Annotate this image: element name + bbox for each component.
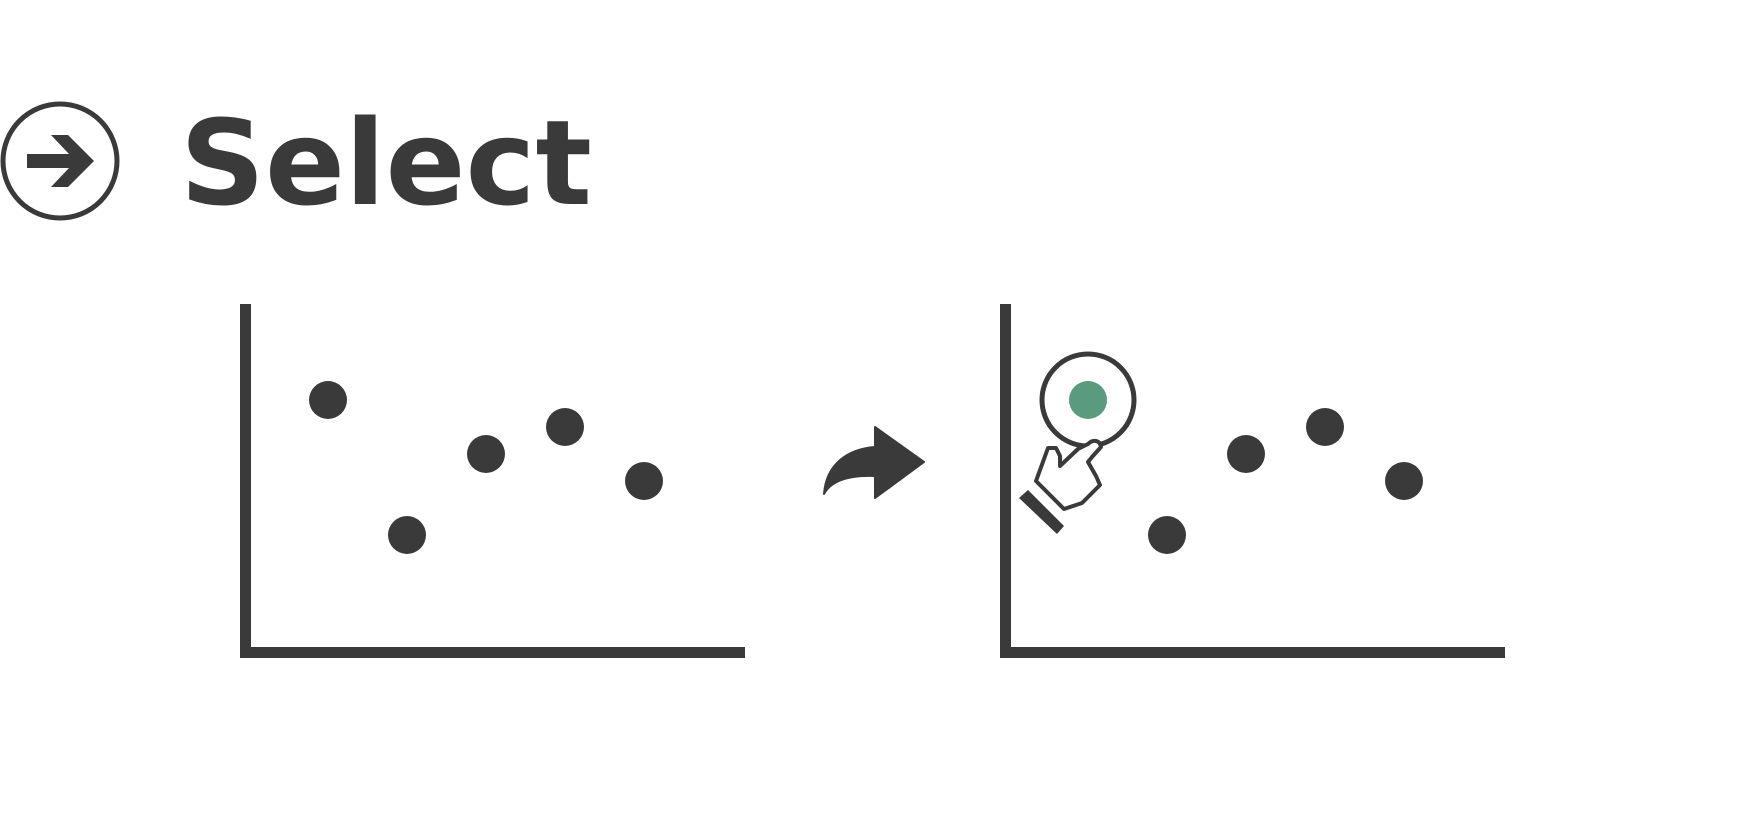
before-plot [240,304,745,658]
data-point[interactable] [388,516,426,554]
after-x-axis [1000,647,1505,658]
data-point[interactable] [546,408,584,446]
data-point[interactable] [1148,516,1186,554]
data-point[interactable] [625,462,663,500]
data-point[interactable] [1227,435,1265,473]
before-points [309,381,663,554]
pointing-hand-icon [1019,438,1103,534]
arrow-right-circle-icon [0,101,120,221]
page-title: Select [180,94,592,232]
data-point[interactable] [467,435,505,473]
before-y-axis [240,304,251,658]
after-plot [1000,304,1505,658]
data-point[interactable] [1306,408,1344,446]
after-points [1039,351,1423,554]
selected-data-point[interactable] [1069,381,1107,419]
data-point[interactable] [1385,462,1423,500]
after-y-axis [1000,304,1011,658]
data-point[interactable] [309,381,347,419]
before-x-axis [240,647,745,658]
curved-arrow-right-icon [823,426,925,499]
